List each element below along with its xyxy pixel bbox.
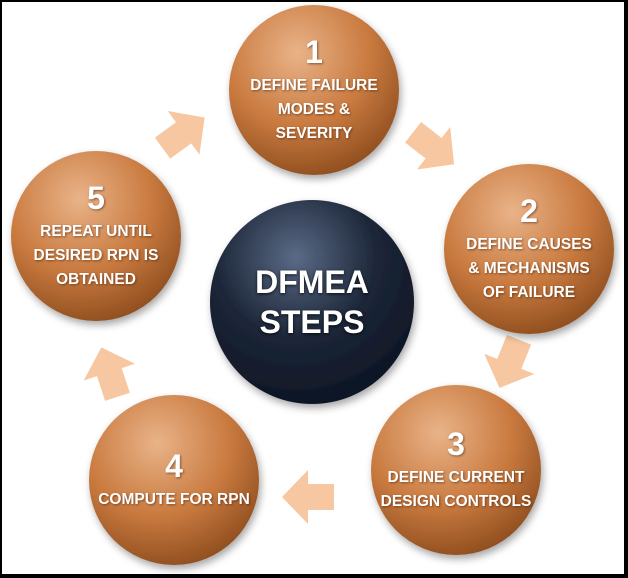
center-circle (210, 200, 414, 404)
arrow-step1-to-step2 (396, 110, 471, 186)
step-1-circle (229, 5, 399, 175)
step-5-circle (11, 151, 181, 321)
arrow-step3-to-step4 (282, 470, 334, 524)
arrow-step4-to-step5 (75, 339, 144, 406)
center-title: DFMEA STEPS (255, 264, 369, 340)
step-4-circle (89, 395, 259, 565)
arrow-step5-to-step1 (146, 95, 221, 170)
step-2-circle (444, 164, 614, 334)
step-3-circle (371, 385, 541, 555)
arrow-step2-to-step3 (474, 329, 545, 399)
